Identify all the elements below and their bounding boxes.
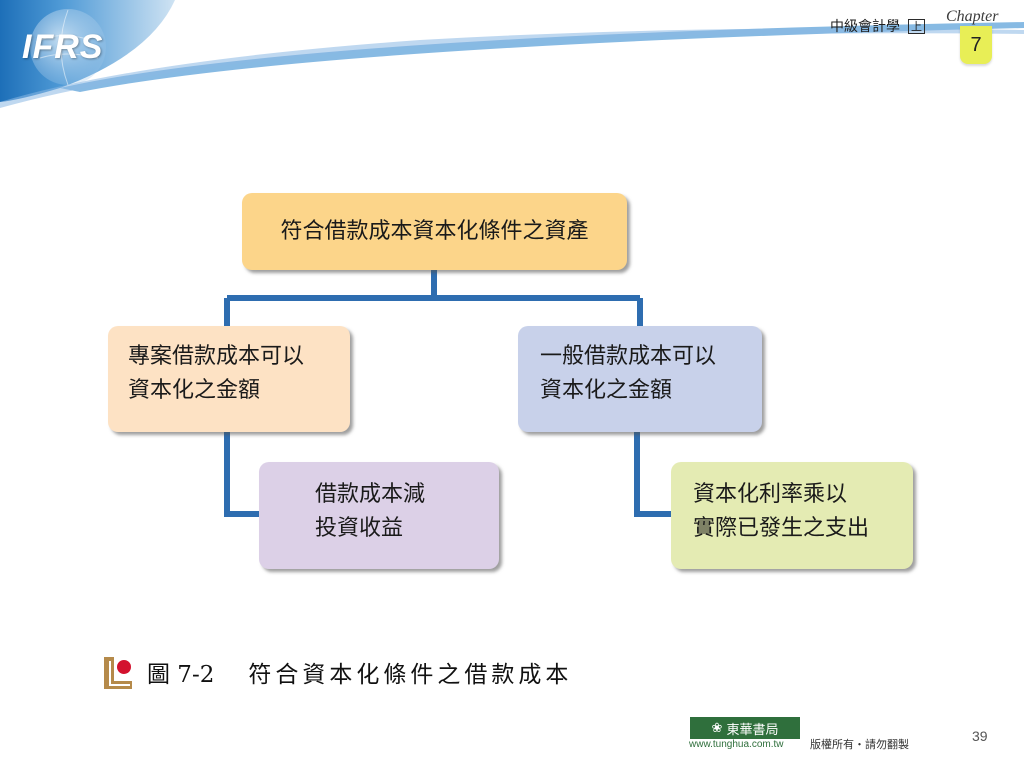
capitalization-rate-line-2: 實際已發生之支出 xyxy=(693,516,870,541)
page-number: 39 xyxy=(972,728,988,744)
left-to-child-connector xyxy=(224,432,259,517)
less-investment-income-node: 借款成本減 投資收益 xyxy=(259,462,499,569)
less-investment-income-line-1: 借款成本減 xyxy=(315,482,426,507)
figure-caption: 圖 7-2 符合資本化條件之借款成本 xyxy=(147,655,572,689)
caption-bullet-icon xyxy=(104,657,132,689)
specific-borrowing-node: 專案借款成本可以 資本化之金額 xyxy=(108,326,350,432)
general-borrowing-line-2: 資本化之金額 xyxy=(540,378,673,403)
specific-borrowing-line-2: 資本化之金額 xyxy=(128,378,261,403)
figure-title: 符合資本化條件之借款成本 xyxy=(248,662,573,688)
copyright-notice: 版權所有・請勿翻製 xyxy=(810,738,909,751)
chapter-label: Chapter xyxy=(946,8,999,25)
publisher-url: www.tunghua.com.tw xyxy=(689,739,784,750)
publisher-emblem-icon: ❀ xyxy=(711,720,723,736)
publisher-name: 東華書局 xyxy=(726,722,779,738)
root-to-branches-connector xyxy=(224,270,643,326)
figure-number: 圖 7-2 xyxy=(147,662,215,688)
book-title-text: 中級會計學 xyxy=(830,19,900,35)
less-investment-income-line-2: 投資收益 xyxy=(315,516,404,541)
root-node-label: 符合借款成本資本化條件之資產 xyxy=(280,218,589,244)
general-borrowing-line-1: 一般借款成本可以 xyxy=(540,344,717,369)
volume-badge: 上 xyxy=(908,18,925,34)
root-node: 符合借款成本資本化條件之資產 xyxy=(242,193,627,270)
book-title: 中級會計學 上 xyxy=(830,16,925,36)
header-swoosh xyxy=(0,0,1024,109)
chapter-tab: 7 xyxy=(960,26,992,64)
ifrs-logo: IFRS xyxy=(22,28,104,66)
capitalization-rate-line-1: 資本化利率乘以 xyxy=(693,482,848,507)
chapter-number: 7 xyxy=(970,33,982,56)
right-to-child-connector xyxy=(634,432,671,517)
publisher-logo: ❀ 東華書局 xyxy=(690,717,800,739)
general-borrowing-node: 一般借款成本可以 資本化之金額 xyxy=(518,326,762,432)
capitalization-rate-node: 資本化利率乘以 實際已發生之支出 xyxy=(671,462,913,569)
specific-borrowing-line-1: 專案借款成本可以 xyxy=(128,344,305,369)
